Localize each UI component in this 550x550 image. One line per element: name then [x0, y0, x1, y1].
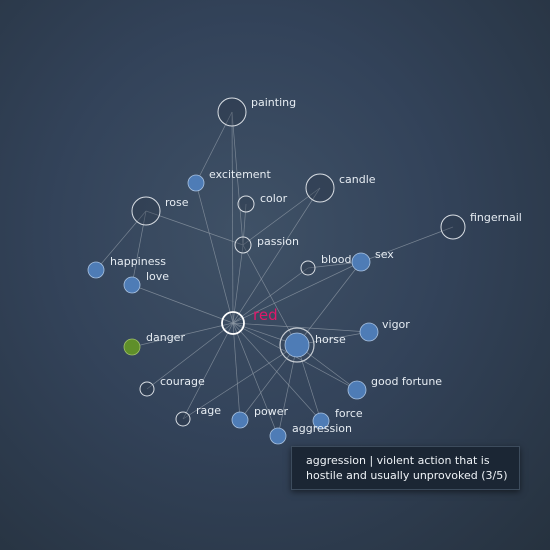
edges-layer [95, 111, 454, 437]
node-red[interactable]: red [221, 306, 278, 335]
node-excitement[interactable]: excitement [187, 168, 272, 192]
node-label-passion: passion [257, 235, 299, 248]
edge-red-painting [231, 111, 234, 324]
node-blood[interactable]: blood [300, 253, 351, 276]
tooltip-line-1: aggression | violent action that is [306, 454, 490, 467]
node-label-power: power [254, 405, 288, 418]
edge-red-danger [131, 322, 234, 348]
node-happiness[interactable]: happiness [87, 255, 166, 279]
edge-horse-rage [182, 344, 298, 420]
edge-red-aggression [232, 322, 279, 437]
node-fingernail[interactable]: fingernail [440, 211, 522, 240]
edge-painting-passion [231, 111, 244, 246]
node-power[interactable]: power [231, 405, 288, 429]
edge-red-power [232, 322, 241, 421]
node-label-sex: sex [375, 248, 394, 261]
edge-red-passion [232, 244, 244, 324]
node-tooltip: aggression | violent action that is host… [291, 446, 520, 490]
edge-horse-power [239, 344, 298, 421]
node-passion[interactable]: passion [234, 235, 299, 254]
node-label-happiness: happiness [110, 255, 166, 268]
node-label-rage: rage [196, 404, 221, 417]
edge-red-vigor [232, 322, 370, 333]
node-aggression[interactable]: aggression [269, 422, 352, 445]
node-rage[interactable]: rage [175, 404, 221, 427]
edge-red-love [131, 284, 234, 324]
edge-painting-excitement [195, 111, 233, 184]
edge-red-rage [182, 322, 234, 420]
node-label-painting: painting [251, 96, 296, 109]
node-painting[interactable]: painting [217, 96, 296, 127]
node-label-rose: rose [165, 196, 189, 209]
node-candle[interactable]: candle [305, 173, 376, 203]
node-label-horse: horse [315, 333, 346, 346]
node-color[interactable]: color [237, 192, 288, 213]
node-rose[interactable]: rose [131, 196, 189, 226]
edge-red-excitement [195, 182, 234, 324]
node-label-vigor: vigor [382, 318, 410, 331]
edge-passion-candle [242, 187, 321, 246]
node-love[interactable]: love [123, 270, 169, 294]
node-force[interactable]: force [312, 407, 363, 430]
node-label-love: love [146, 270, 169, 283]
node-label-good-fortune: good fortune [371, 375, 442, 388]
node-sex[interactable]: sex [351, 248, 394, 272]
edge-passion-rose [145, 210, 244, 246]
edge-sex-fingernail [360, 226, 454, 263]
node-label-fingernail: fingernail [470, 211, 522, 224]
node-label-blood: blood [321, 253, 351, 266]
edge-red-candle [232, 187, 321, 324]
node-vigor[interactable]: vigor [359, 318, 410, 342]
node-label-force: force [335, 407, 363, 420]
edge-horse-aggression [277, 344, 298, 437]
edge-rose-love [131, 210, 147, 286]
nodes-layer: red painting excitement color candle rose pass… [87, 96, 522, 445]
node-label-candle: candle [339, 173, 376, 186]
node-label-aggression: aggression [292, 422, 352, 435]
node-courage[interactable]: courage [139, 375, 205, 397]
node-horse[interactable]: horse [279, 327, 346, 363]
edge-passion-color [242, 203, 247, 246]
node-label-red: red [253, 306, 278, 324]
tooltip-line-2: hostile and usually unprovoked (3/5) [306, 469, 508, 482]
node-good-fortune[interactable]: good fortune [347, 375, 442, 400]
edge-horse-good-fortune [296, 344, 358, 391]
node-label-courage: courage [160, 375, 205, 388]
edge-red-sex [232, 261, 362, 324]
node-danger[interactable]: danger [123, 331, 185, 356]
node-label-danger: danger [146, 331, 185, 344]
edge-rose-happiness [95, 210, 147, 271]
edge-red-force [232, 322, 322, 422]
node-label-excitement: excitement [209, 168, 272, 181]
edge-horse-force [296, 344, 322, 422]
edge-passion-horse [242, 244, 298, 346]
node-label-color: color [260, 192, 288, 205]
edge-red-courage [146, 322, 234, 390]
